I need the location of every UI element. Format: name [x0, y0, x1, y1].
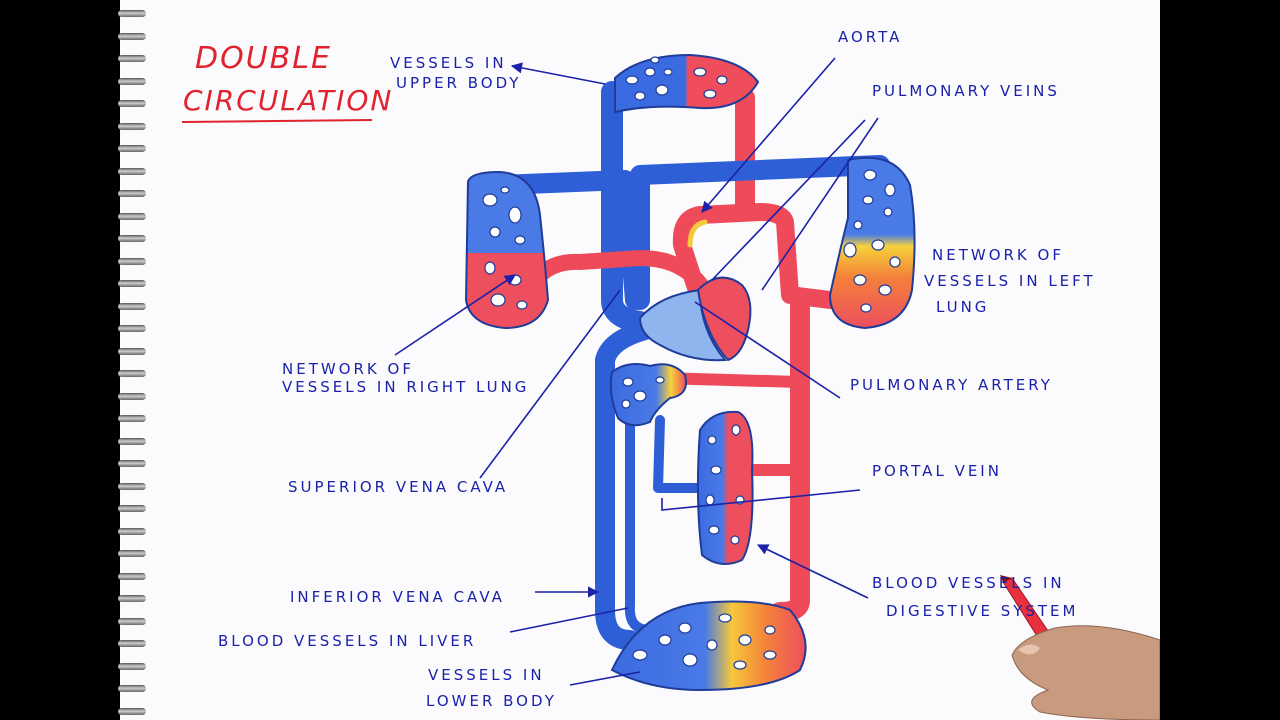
spiral-ring	[118, 190, 146, 197]
label-pulmonary-artery: PULMONARY ARTERY	[850, 376, 1053, 394]
spiral-ring	[118, 550, 146, 557]
right-lung-network	[464, 170, 550, 330]
spiral-ring	[118, 10, 146, 17]
label-pulmonary-veins: PULMONARY VEINS	[872, 82, 1060, 100]
label-superior-vena-cava: SUPERIOR VENA CAVA	[288, 478, 509, 496]
pointer-liver	[509, 607, 629, 633]
spiral-ring	[118, 415, 146, 422]
label-left-lung-line3: LUNG	[936, 298, 990, 316]
title-underline	[181, 119, 373, 123]
hepatic-vein	[624, 415, 655, 635]
label-portal-vein: PORTAL VEIN	[872, 462, 1002, 480]
spiral-ring	[118, 212, 146, 220]
spiral-ring	[118, 595, 146, 602]
capillary-gaps	[482, 56, 901, 670]
title-line-2: CIRCULATION	[183, 84, 394, 117]
inferior-vena-cava-vessel	[595, 320, 655, 650]
portal-vein-vessel	[653, 415, 705, 493]
label-liver: BLOOD VESSELS IN LIVER	[218, 632, 477, 650]
capillary-networks	[464, 53, 916, 692]
circulation-diagram	[181, 53, 1160, 720]
pen-tip	[1000, 575, 1012, 582]
spiral-ring	[118, 55, 146, 62]
heart-right-side	[638, 288, 728, 362]
pointer-right-lung	[394, 274, 516, 356]
pointer-portal-vein	[661, 489, 861, 511]
label-lower-body-line1: VESSELS IN	[428, 666, 545, 684]
spiral-ring	[118, 640, 146, 647]
spiral-ring	[118, 505, 146, 512]
spiral-ring	[118, 685, 146, 692]
spiral-ring	[118, 707, 146, 715]
notebook-page: DOUBLE CIRCULATION VESSELS IN UPPER BODY…	[120, 0, 1160, 720]
aortic-yellow-stripe	[687, 219, 708, 248]
pointer-pulmonary-veins-2	[761, 117, 879, 291]
spiral-ring	[118, 392, 146, 400]
spiral-ring	[118, 100, 146, 107]
label-left-lung-line1: NETWORK OF	[932, 246, 1064, 264]
label-upper-body-line2: UPPER BODY	[396, 74, 522, 92]
pointer-lines	[394, 57, 879, 686]
label-lower-body-line2: LOWER BODY	[426, 692, 557, 710]
pointer-superior-vena-cava	[479, 289, 621, 479]
spiral-ring	[118, 280, 146, 287]
hand-with-pen	[1000, 575, 1160, 720]
spiral-ring	[118, 572, 146, 580]
spiral-ring	[118, 77, 146, 85]
spiral-ring	[118, 370, 146, 377]
spiral-ring	[118, 527, 146, 535]
blood-vessels	[490, 81, 890, 650]
spiral-ring	[118, 302, 146, 310]
spiral-ring	[118, 235, 146, 242]
pointer-aorta	[701, 57, 836, 213]
hand	[1011, 625, 1160, 720]
spiral-ring	[118, 257, 146, 265]
spiral-ring	[118, 617, 146, 625]
spiral-ring	[118, 167, 146, 175]
label-inferior-vena-cava: INFERIOR VENA CAVA	[290, 588, 505, 606]
label-upper-body-line1: VESSELS IN	[390, 54, 507, 72]
spiral-ring	[118, 32, 146, 40]
spiral-ring	[118, 145, 146, 152]
spiral-ring	[118, 482, 146, 490]
digestive-network	[696, 410, 754, 565]
label-digestive-line1: BLOOD VESSELS IN	[872, 574, 1065, 592]
pulmonary-vein-left	[672, 203, 839, 309]
label-aorta: AORTA	[838, 28, 903, 46]
spiral-ring	[118, 122, 146, 130]
pointer-pulmonary-veins-1	[711, 119, 866, 281]
label-digestive-line2: DIGESTIVE SYSTEM	[886, 602, 1079, 620]
spiral-ring	[118, 662, 146, 670]
pointer-pulmonary-artery	[694, 301, 841, 399]
spiral-ring	[118, 460, 146, 467]
descending-aorta	[770, 290, 810, 622]
label-left-lung-line2: VESSELS IN LEFT	[924, 272, 1096, 290]
spiral-ring	[118, 347, 146, 355]
heart-left-side	[696, 276, 752, 362]
spiral-ring	[118, 325, 146, 332]
aorta-vessel	[725, 82, 755, 220]
notebook-spiral	[118, 0, 148, 720]
heart	[638, 276, 752, 362]
liver-network	[609, 363, 687, 427]
spiral-ring	[118, 437, 146, 445]
pointer-lower-body	[569, 671, 641, 686]
label-right-lung-line2: VESSELS IN RIGHT LUNG	[282, 378, 530, 396]
pointer-digestive	[756, 544, 869, 599]
fingernail	[1018, 644, 1040, 655]
pointer-upper-body	[510, 62, 606, 85]
label-right-lung-line1: NETWORK OF	[282, 360, 414, 378]
title-line-1: DOUBLE	[195, 41, 332, 76]
